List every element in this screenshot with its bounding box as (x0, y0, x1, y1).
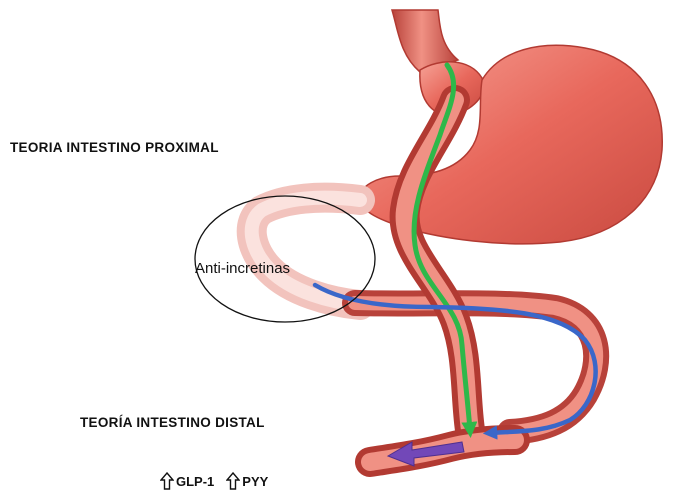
up-arrow-icon (160, 472, 174, 490)
up-arrow-icon (226, 472, 240, 490)
hormone-pyy: PYY (226, 472, 268, 490)
anti-incretins-label: Anti-incretinas (195, 260, 290, 277)
hormone-increase-row: GLP-1 PYY (160, 470, 280, 492)
hormone-label: PYY (242, 474, 268, 489)
hormone-label: GLP-1 (176, 474, 214, 489)
distal-theory-label: TEORÍA INTESTINO DISTAL (80, 415, 265, 430)
hormone-glp1: GLP-1 (160, 472, 214, 490)
proximal-theory-label: TEORIA INTESTINO PROXIMAL (10, 140, 219, 155)
